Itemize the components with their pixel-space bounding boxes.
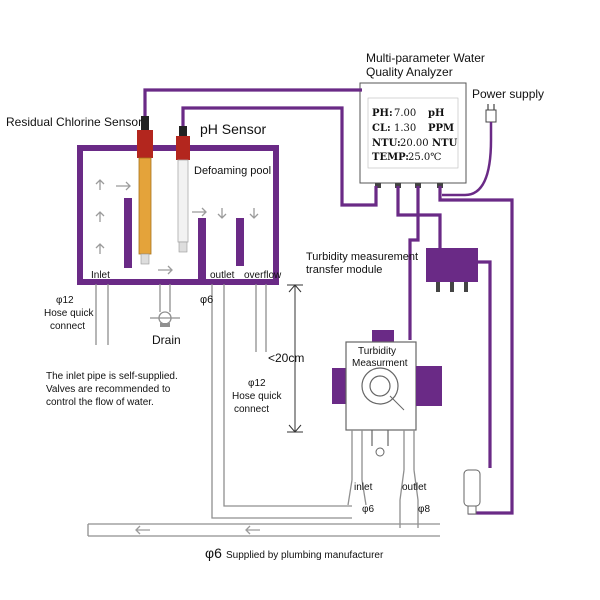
- transfer-module: [426, 248, 478, 292]
- self-supplied-line1: The inlet pipe is self-supplied.: [46, 371, 178, 382]
- analyzer-port-2: [395, 183, 401, 188]
- analyzer-title-line1: Multi-parameter Water: [366, 51, 485, 65]
- turbidity-unit: [332, 330, 442, 457]
- flow-arrow-4: [116, 181, 131, 191]
- drain-pipe: [159, 284, 171, 312]
- bottom-flow-arrow-1: [135, 525, 150, 535]
- turbidity-label-line1: Turbidity: [358, 346, 396, 357]
- analyzer-port-3: [415, 183, 421, 188]
- ph-sensor-icon: [176, 126, 190, 253]
- turbidity-label-line2: Measurment: [352, 358, 408, 369]
- temp-label: TEMP:: [372, 152, 409, 163]
- phi12-left-label: φ12: [56, 295, 74, 306]
- cable-right: [438, 186, 514, 515]
- overflow-pipe: [255, 284, 267, 352]
- phi6-pool-label: φ6: [200, 294, 213, 306]
- hose-left-line1: Hose quick: [44, 308, 94, 319]
- cable-module-out: [477, 260, 492, 468]
- flow-arrow-7: [249, 208, 259, 219]
- transfer-module-line2: transfer module: [306, 264, 382, 276]
- phi6-bottom-label: φ6: [205, 545, 222, 561]
- right-probe-icon: [463, 469, 481, 515]
- turbidity-window-inner: [369, 375, 391, 397]
- self-supplied-line3: control the flow of water.: [46, 397, 154, 408]
- flow-arrow-3: [95, 243, 105, 254]
- ph-sensor-label: pH Sensor: [200, 121, 266, 137]
- height-dimension-icon: [287, 284, 303, 433]
- turbidity-outlet-pipe: [399, 430, 419, 528]
- transfer-module-line1: Turbidity measurement: [306, 251, 418, 263]
- height-label: <20cm: [268, 351, 304, 365]
- cable-chlorine: [143, 88, 362, 116]
- hose-left-line2: connect: [50, 321, 85, 332]
- bottom-supply-pipe: [87, 523, 440, 537]
- power-plug-icon: [442, 104, 497, 197]
- hose-mid-line1: Hose quick: [232, 391, 282, 402]
- inlet-pipe: [95, 284, 109, 345]
- power-supply-label: Power supply: [472, 87, 544, 101]
- analyzer-port-1: [375, 183, 381, 188]
- flow-arrow-5: [192, 207, 207, 217]
- phi12-mid-label: φ12: [248, 378, 266, 389]
- ph-label: PH:: [372, 108, 393, 119]
- analyzer-unit: PH: 7.00 pH CL: 1.30 PPM NTU: 20.00 NTU …: [359, 82, 467, 188]
- flow-arrow-2: [95, 211, 105, 222]
- cable-ph: [181, 106, 378, 207]
- supplied-by-label: Supplied by plumbing manufacturer: [226, 550, 384, 561]
- ntu-label: NTU:: [372, 138, 401, 149]
- residual-chlorine-label: Residual Chlorine Sensor: [6, 115, 142, 129]
- turbidity-cap: [372, 330, 394, 342]
- transfer-module-box: [426, 248, 478, 282]
- ph-unit: pH: [428, 108, 444, 119]
- bottom-flow-arrow-2: [245, 525, 260, 535]
- cable-turbidity: [408, 186, 420, 340]
- pool-baffle-2: [198, 218, 206, 282]
- turbidity-inlet-label: inlet: [354, 482, 373, 493]
- flow-arrow-8: [158, 265, 173, 275]
- pool-inlet-label: Inlet: [91, 270, 110, 281]
- pool-baffle-1: [124, 198, 132, 268]
- flow-arrow-6: [217, 208, 227, 219]
- turbidity-body: [345, 341, 417, 431]
- ntu-unit: NTU: [432, 138, 458, 149]
- flow-arrow-1: [95, 179, 105, 190]
- turbidity-outlet-label: outlet: [402, 482, 427, 493]
- cl-value: 1.30: [394, 123, 416, 134]
- pool-overflow-label: overflow: [244, 270, 282, 281]
- hose-mid-line2: connect: [234, 404, 269, 415]
- analyzer-port-4: [437, 183, 443, 188]
- defoaming-pool-label: Defoaming pool: [194, 165, 271, 177]
- ph-value: 7.00: [394, 108, 416, 119]
- pool-baffle-3: [236, 218, 244, 266]
- ntu-value: 20.00: [400, 138, 429, 149]
- phi8-turbidity-label: φ8: [418, 504, 430, 515]
- turbidity-window-outer: [361, 367, 399, 405]
- pool-outlet-pipe: [211, 284, 352, 519]
- self-supplied-line2: Valves are recommended to: [46, 384, 171, 395]
- cl-label: CL:: [372, 123, 391, 134]
- turbidity-inlet-pipe: [347, 430, 367, 506]
- residual-chlorine-sensor-icon: [137, 116, 153, 265]
- turbidity-side-left: [332, 368, 346, 404]
- analyzer-screen: [367, 97, 459, 169]
- pool-outlet-label: outlet: [210, 270, 235, 281]
- drain-valve-icon: [150, 311, 180, 327]
- analyzer-title-line2: Quality Analyzer: [366, 65, 453, 79]
- phi6-turbidity-label: φ6: [362, 504, 374, 515]
- turbidity-side-right: [416, 366, 442, 406]
- cl-unit: PPM: [428, 123, 454, 134]
- drain-label: Drain: [152, 333, 181, 347]
- temp-value: 25.0℃: [408, 152, 441, 163]
